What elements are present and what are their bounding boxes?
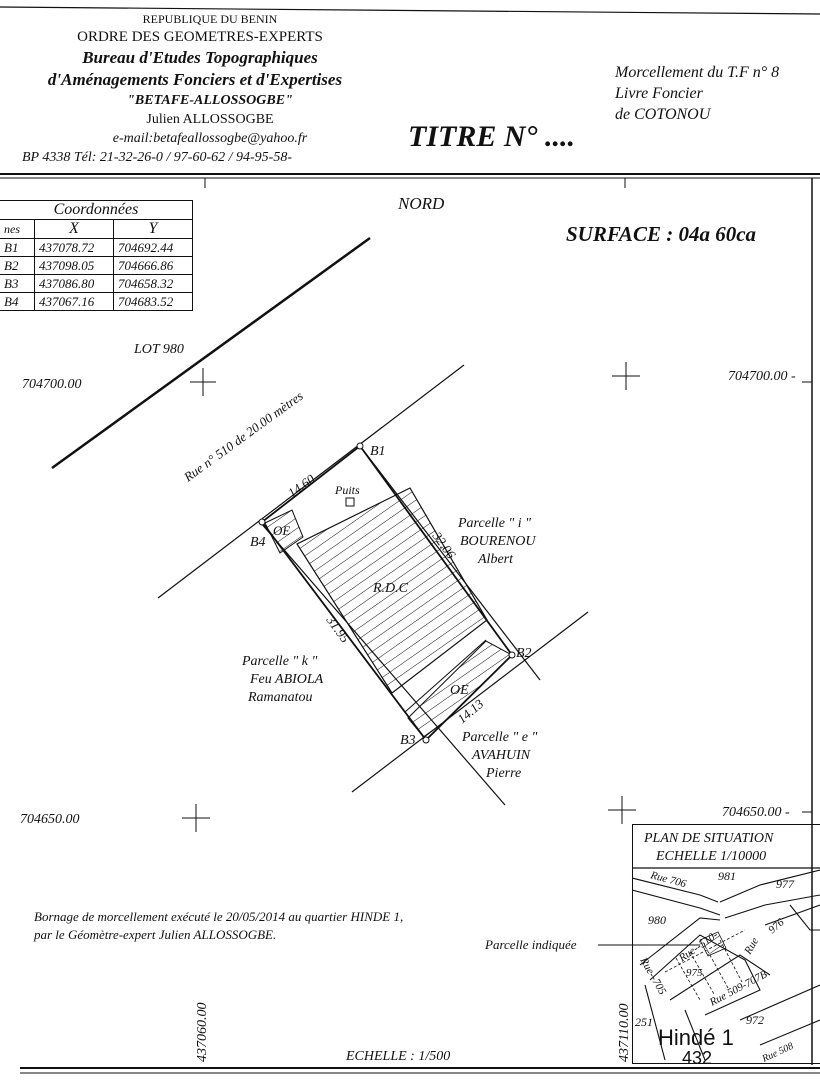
b4-label: B4 [250, 535, 266, 550]
svg-text:977: 977 [776, 877, 795, 891]
situation-scale: ECHELLE 1/10000 [655, 849, 766, 864]
bureau-name-line1: Bureau d'Etudes Topographiques [82, 48, 318, 67]
oe-bottom-divider [404, 639, 487, 713]
puits-label: Puits [334, 483, 360, 497]
road-label: Rue n° 510 de 20.00 mètres [180, 388, 306, 485]
svg-text:Albert: Albert [477, 552, 514, 567]
b1-label: B1 [370, 444, 386, 459]
coordinates-title: Coordonnées [0, 200, 193, 220]
parcelle-k-label: Parcelle " k " Feu ABIOLA Ramanatou [241, 654, 324, 705]
b2-marker [508, 651, 516, 659]
surface-label: SURFACE : 04a 60ca [566, 222, 756, 246]
bureau-acronym: "BETAFE-ALLOSSOGBE" [127, 93, 293, 108]
situation-indicated-parcel [699, 931, 727, 957]
coordinates-table: Coordonnées nes X Y B1 437078.72 704692.… [0, 200, 193, 311]
svg-text:Hindé 1: Hindé 1 [658, 1025, 734, 1050]
svg-text:Ramanatou: Ramanatou [247, 690, 313, 705]
svg-text:972: 972 [746, 1013, 764, 1027]
grid-x-label: 437060.00 [195, 1003, 210, 1063]
svg-text:980: 980 [648, 913, 666, 927]
oe-bottom-label: OE [450, 683, 469, 698]
morcellement-info: Morcellement du T.F n° 8 Livre Foncier d… [615, 62, 779, 125]
north-label: NORD [397, 194, 445, 213]
svg-text:Parcelle " k ": Parcelle " k " [241, 654, 317, 669]
svg-text:Parcelle " i ": Parcelle " i " [457, 516, 531, 531]
dim-top-label: 14.60 [285, 471, 318, 501]
country-name: REPUBLIQUE DU BENIN [142, 12, 278, 26]
table-row: B2 437098.05 704666.86 [0, 256, 193, 275]
svg-text:AVAHUIN: AVAHUIN [471, 748, 531, 763]
oe-top-area [264, 509, 304, 554]
titre-number: TITRE N° .... [408, 120, 576, 153]
rue-510-boundary [157, 364, 465, 599]
svg-text:Feu ABIOLA: Feu ABIOLA [249, 672, 324, 687]
svg-text:251: 251 [635, 1015, 653, 1029]
echelle-label: ECHELLE : 1/500 [345, 1049, 450, 1064]
situation-title: PLAN DE SITUATION [643, 831, 774, 846]
morcellement-line1: Morcellement du T.F n° 8 [615, 64, 780, 81]
situation-box-frame [632, 824, 820, 1064]
order-name: ORDRE DES GEOMETRES-EXPERTS [77, 29, 323, 45]
parcelle-indiquee-label: Parcelle indiquée [484, 937, 577, 952]
rdc-building [296, 487, 488, 694]
parcelle-e-label: Parcelle " e " AVAHUIN Pierre [461, 730, 537, 781]
parcelle-i-label: Parcelle " i " BOURENOU Albert [457, 516, 536, 567]
morcellement-line3: de COTONOU [615, 106, 711, 123]
svg-text:981: 981 [718, 869, 736, 883]
oe-top-label: OE [273, 523, 290, 538]
grid-y-label: 704650.00 - [722, 805, 790, 820]
morcellement-line2: Livre Foncier [615, 85, 703, 102]
svg-text:975: 975 [686, 967, 703, 979]
grid-y-label: 704700.00 - [728, 369, 796, 384]
grid-x-label: 437110.00 [617, 1004, 632, 1062]
b3-marker [422, 736, 430, 744]
table-row: B4 437067.16 704683.52 [0, 292, 193, 311]
grid-crosses [182, 362, 640, 832]
grid-y-label: 704650.00 [20, 812, 80, 827]
lot-980-label: LOT 980 [133, 342, 184, 357]
b1-marker [356, 442, 364, 450]
table-row: B1 437078.72 704692.44 [0, 238, 193, 257]
top-border-line [0, 6, 820, 15]
svg-text:Parcelle " e ": Parcelle " e " [461, 730, 537, 745]
svg-text:BOURENOU: BOURENOU [460, 534, 536, 549]
table-row: B3 437086.80 704658.32 [0, 274, 193, 293]
bureau-name-line2: d'Aménagements Fonciers et d'Expertises [47, 70, 343, 89]
email: e-mail:betafeallossogbe@yahoo.fr [112, 131, 308, 146]
table-header: nes [0, 219, 35, 239]
table-header: Y [113, 219, 193, 239]
rdc-label: R.D.C [372, 581, 409, 596]
grid-y-label: 704700.00 [22, 377, 82, 392]
lower-road-line [351, 611, 589, 793]
b2-label: B2 [516, 646, 532, 661]
contact-line: BP 4338 Tél: 21-32-26-0 / 97-60-62 / 94-… [22, 150, 292, 165]
table-header: X [34, 219, 114, 239]
puits-symbol [345, 497, 355, 507]
upper-road-line [51, 236, 371, 470]
svg-text:Pierre: Pierre [485, 766, 521, 781]
bornage-note-line1: Bornage de morcellement exécuté le 20/05… [34, 909, 403, 924]
b3-label: B3 [400, 733, 416, 748]
bornage-note-line2: par le Géomètre-expert Julien ALLOSSOGBE… [33, 927, 276, 942]
bureau-header: REPUBLIQUE DU BENIN ORDRE DES GEOMETRES-… [0, 0, 420, 170]
b4-marker [258, 518, 266, 526]
owner-name: Julien ALLOSSOGBE [146, 112, 274, 127]
